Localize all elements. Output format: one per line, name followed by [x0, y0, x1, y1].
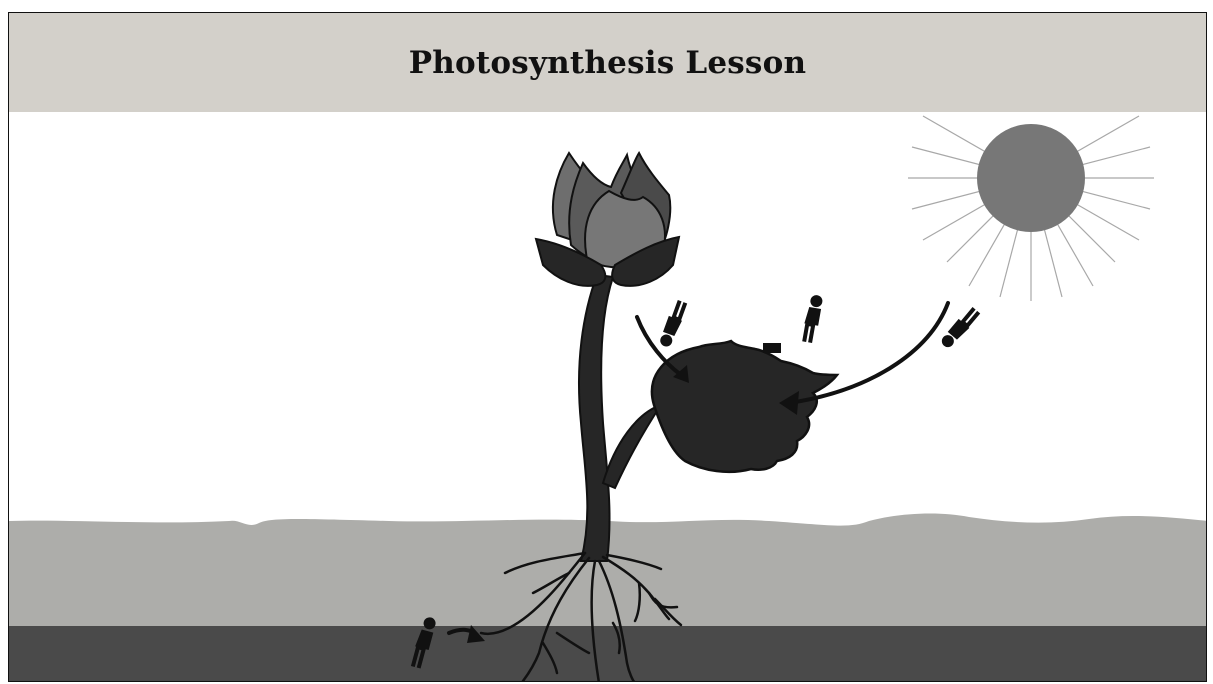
header-bar: Photosynthesis Lesson [9, 13, 1206, 112]
sun-icon [908, 116, 1154, 301]
person-icon [801, 294, 823, 344]
leaf-icon [652, 341, 837, 472]
marker-icon [763, 343, 781, 353]
photosynthesis-scene [9, 112, 1207, 682]
person-icon [659, 299, 689, 349]
page-title: Photosynthesis Lesson [409, 45, 806, 81]
ground-dark-layer [9, 626, 1207, 682]
leaf-branch [603, 405, 661, 488]
lesson-frame: Photosynthesis Lesson [8, 12, 1207, 682]
flower-icon [536, 153, 679, 286]
plant-stem [579, 275, 613, 561]
